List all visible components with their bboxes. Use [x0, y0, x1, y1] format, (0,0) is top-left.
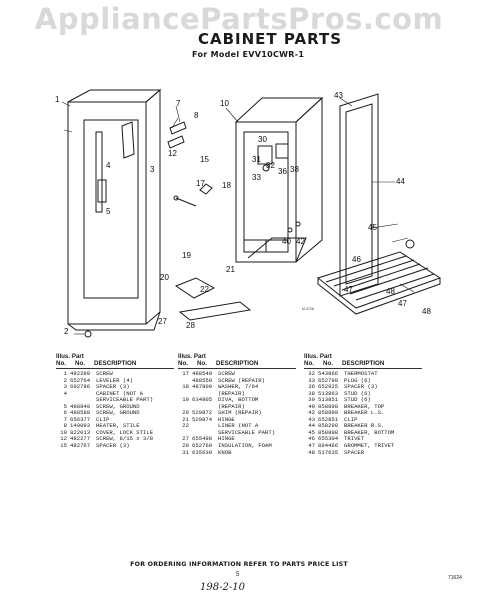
callout-42: 44	[396, 177, 405, 186]
table-row: (REPAIR)	[218, 402, 245, 410]
table-row: (REPAIR)	[218, 389, 245, 397]
callout-5: 15	[200, 155, 209, 164]
column-3-header-line2: No.No.DESCRIPTION	[304, 360, 385, 367]
diagram-callouts: 1 2 3 4 5 7 8 10 12 15 17 18 19 20 21 22…	[55, 91, 431, 336]
page-title: CABINET PARTS	[198, 30, 343, 48]
callout-21: 8	[194, 111, 199, 120]
callout-31: 31	[252, 155, 261, 164]
callout-17b: 22	[200, 285, 209, 294]
page-number: 5	[236, 572, 240, 578]
handwritten-note: 198-2-10	[200, 582, 245, 593]
callout-27: 27	[158, 317, 167, 326]
callout-22: 10	[220, 99, 229, 108]
callout-12: 32	[266, 161, 275, 170]
column-1-header-line2: No.No.DESCRIPTION	[56, 360, 137, 367]
callout-40: 43	[334, 91, 343, 100]
callout-28: 28	[186, 321, 195, 330]
callout-36: 33	[252, 173, 261, 182]
callout-38: 40	[282, 237, 291, 246]
callout-39: 38	[290, 165, 299, 174]
callout-2: 2	[64, 327, 69, 336]
callout-8: 4	[106, 161, 111, 170]
callout-1: 18	[222, 181, 231, 190]
callout-32: 36	[278, 167, 287, 176]
callout-18: 19	[182, 251, 191, 260]
figure-code: M-4726	[302, 307, 314, 311]
exploded-parts-diagram: 1 2 3 4 5 7 8 10 12 15 17 18 19 20 21 22…	[0, 62, 478, 352]
callout-7: 3	[150, 165, 155, 174]
callout-33: 42	[296, 237, 305, 246]
document-code: 71624	[448, 575, 462, 581]
column-1-header-line1: Illus. Part	[56, 353, 84, 360]
callout-20: 7	[176, 99, 181, 108]
callout-19: 20	[160, 273, 169, 282]
table-row: SERVICEABLE PART)	[218, 428, 276, 436]
column-3-header-line1: Illus. Part	[304, 353, 332, 360]
ordering-note: FOR ORDERING INFORMATION REFER TO PARTS …	[130, 561, 348, 568]
callout-30: 30	[258, 135, 267, 144]
callout-4: 1	[55, 95, 60, 104]
callout-47: 47	[398, 299, 407, 308]
callout-44: 45	[368, 223, 377, 232]
watermark: AppliancePartsPros.com	[34, 2, 444, 36]
table-row: SERVICEABLE PART)	[96, 396, 154, 404]
callout-46: 48	[386, 287, 395, 296]
callout-48: 48	[422, 307, 431, 316]
callout-43: 46	[352, 255, 361, 264]
model-subtitle: For Model EVV10CWR-1	[192, 50, 305, 59]
column-2-header-line1: Illus. Part	[178, 353, 206, 360]
callout-3: 17	[196, 179, 205, 188]
cabinet-drawing: 1 2 3 4 5 7 8 10 12 15 17 18 19 20 21 22…	[55, 88, 442, 338]
callout-45: 47	[344, 285, 353, 294]
callout-10: 5	[106, 207, 111, 216]
column-2-header-line2: No.No.DESCRIPTION	[178, 360, 259, 367]
callout-17: 12	[168, 149, 177, 158]
callout-15: 21	[226, 265, 235, 274]
